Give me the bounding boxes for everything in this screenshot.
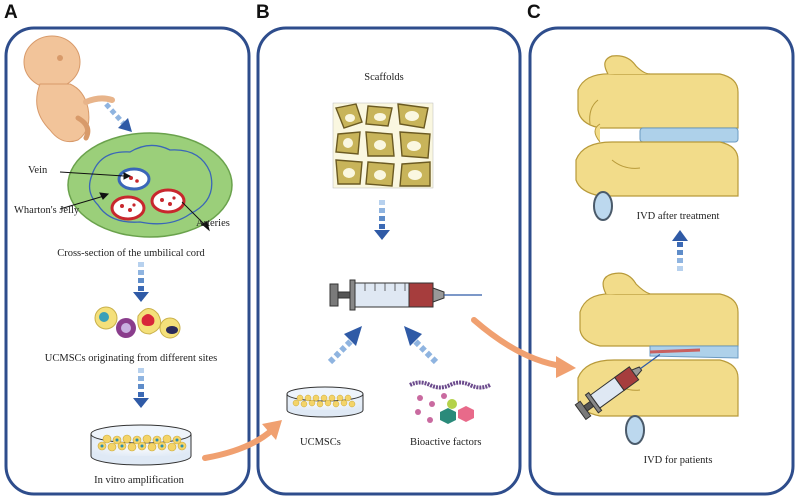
arrow-scaffold-to-syringe	[374, 200, 390, 240]
spine-after-treatment	[575, 55, 739, 221]
curved-arrow-b-to-c	[471, 317, 576, 378]
label-arteries: Arteries	[196, 218, 230, 229]
curved-arrow-a-to-b	[202, 420, 282, 461]
syringe-b	[329, 279, 482, 311]
panel-letter-a: A	[4, 2, 18, 23]
bioactive-factors-illustration	[409, 380, 491, 424]
label-ucmscs: UCMSCs	[300, 437, 341, 448]
caption-cross-section: Cross-section of the umbilical cord	[57, 248, 205, 259]
label-ivd-for-patients: IVD for patients	[643, 455, 713, 466]
arrow-cells-to-dish	[133, 368, 149, 408]
syringe-c	[574, 354, 661, 421]
label-bioactive-factors: Bioactive factors	[410, 437, 482, 448]
scaffold-illustration	[332, 102, 434, 189]
embryo-illustration	[23, 35, 115, 143]
panel-letter-b: B	[256, 2, 270, 23]
label-scaffolds: Scaffolds	[364, 72, 404, 83]
label-pointers	[59, 171, 210, 232]
label-vein: Vein	[28, 165, 48, 176]
panel-a-frame	[4, 26, 251, 496]
panel-letter-c: C	[527, 2, 541, 23]
petri-dish-b	[286, 386, 364, 418]
label-whartons-jelly: Wharton's Jelly	[14, 205, 80, 216]
arrow-embryo-to-cord	[104, 102, 132, 132]
caption-in-vitro: In vitro amplification	[94, 475, 184, 486]
arrow-ucmscs-to-syringe	[327, 326, 362, 365]
ucmscs-cells-illustration	[94, 306, 181, 339]
panel-b-frame	[256, 26, 522, 496]
spine-for-patients	[577, 272, 739, 445]
arrow-cord-to-cells	[133, 262, 149, 302]
arrow-bioactive-to-syringe	[404, 326, 439, 365]
arrow-treatment-up	[672, 230, 688, 271]
petri-dish-a	[90, 424, 192, 466]
label-ivd-after-treatment: IVD after treatment	[636, 211, 720, 222]
caption-ucmscs-sites: UCMSCs originating from different sites	[44, 353, 218, 364]
panel-c-frame	[528, 26, 795, 496]
